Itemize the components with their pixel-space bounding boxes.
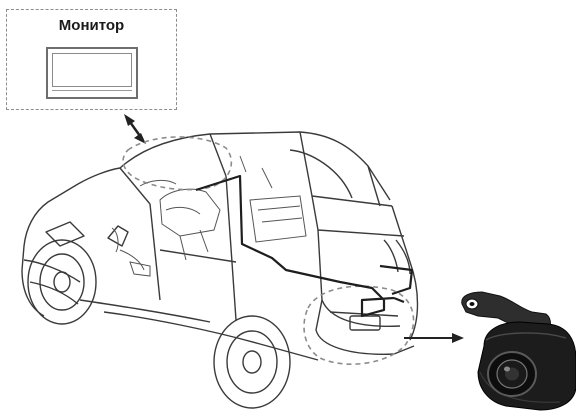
front-wheel (27, 239, 97, 325)
rear-bumper-highlight (303, 285, 415, 365)
car-outline (21, 131, 419, 361)
rear-camera (461, 291, 576, 411)
monitor-screen-area (52, 53, 132, 87)
rear-wheel (213, 315, 291, 409)
monitor-bezel (52, 90, 132, 94)
monitor-icon (46, 47, 138, 99)
camera-cable (195, 174, 414, 318)
car-interior (111, 155, 307, 277)
monitor-label: Монитор (58, 17, 125, 34)
dashboard-highlight (122, 136, 233, 191)
monitor-inset: Монитор (6, 9, 177, 110)
monitor-connection-arrow (124, 114, 146, 144)
camera-connection-arrow (404, 333, 464, 343)
